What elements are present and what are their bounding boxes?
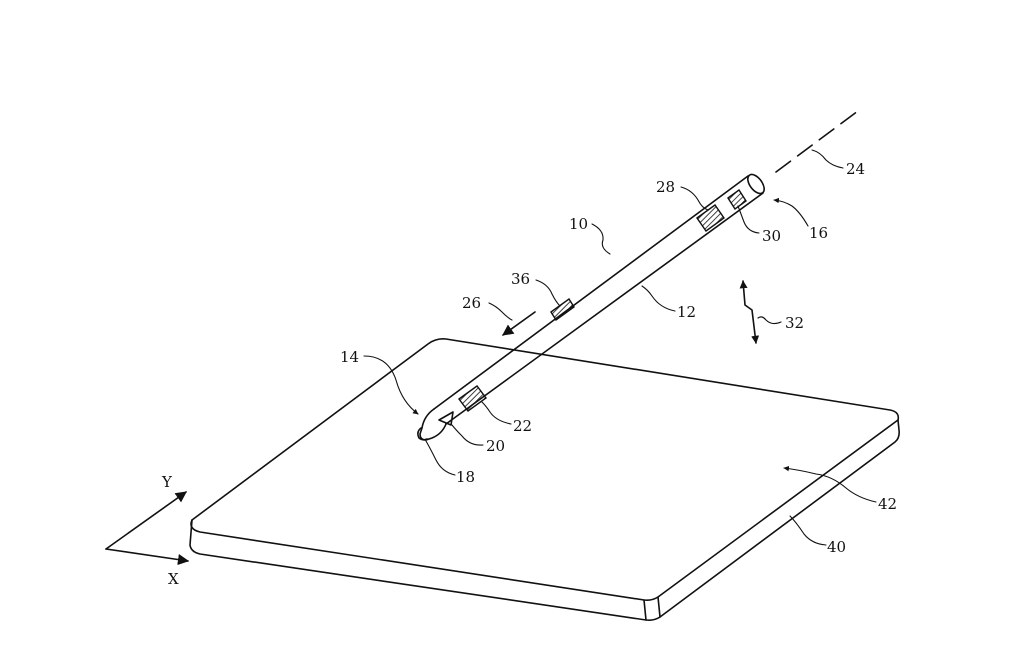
label-30: 30: [762, 227, 781, 245]
label-24: 24: [846, 160, 865, 178]
x-axis-arrow: [105, 548, 190, 566]
tip-component-block: [458, 385, 487, 412]
leader-16: [773, 197, 809, 227]
label-42: 42: [878, 495, 897, 513]
motion-arrow: [502, 311, 536, 336]
stylus-tip-taper: [419, 408, 447, 441]
x-axis-label: X: [168, 570, 179, 588]
stylus: [417, 173, 765, 441]
leader-12: [641, 285, 676, 312]
label-40: 40: [827, 538, 846, 556]
stylus-tip-nub: [417, 427, 428, 441]
label-16: 16: [809, 224, 828, 242]
tablet-front-edge: [189, 519, 661, 621]
leader-10: [591, 223, 611, 255]
label-26: 26: [462, 294, 481, 312]
label-20: 20: [486, 437, 505, 455]
leader-26: [488, 302, 513, 321]
leader-40: [789, 515, 827, 546]
leader-14: [363, 355, 419, 415]
label-12: 12: [677, 303, 696, 321]
leader-36: [535, 279, 561, 307]
tablet-front-corner: [643, 599, 647, 621]
stylus-body-upper-edge: [433, 175, 749, 410]
leader-28: [680, 186, 709, 211]
stylus-rear-cap: [747, 173, 765, 195]
label-10: 10: [569, 215, 588, 233]
coordinate-axes: Y X: [105, 473, 190, 588]
label-22: 22: [513, 417, 532, 435]
reference-numerals: 10 12 14 16 18 20 22 24 26 28 30 32 36 4…: [340, 160, 897, 556]
tablet-side-edge: [659, 419, 900, 618]
wireless-signal-arrow: [739, 280, 760, 344]
label-18: 18: [456, 468, 475, 486]
tablet-side-corner: [657, 596, 661, 618]
leader-22: [481, 401, 512, 425]
stylus-axis-dashed-line: [775, 107, 863, 173]
leader-24: [811, 149, 844, 169]
leader-42: [783, 465, 877, 503]
label-14: 14: [340, 348, 359, 366]
label-36: 36: [511, 270, 530, 288]
leader-lines: [363, 149, 877, 546]
leader-18: [425, 440, 456, 476]
tablet-device: [189, 338, 900, 621]
stylus-body-lower-edge: [445, 192, 764, 425]
rear-component-block: [696, 204, 725, 232]
leader-30: [737, 205, 760, 234]
tip-sensor-icon: [438, 411, 454, 426]
y-axis-label: Y: [161, 473, 173, 491]
label-28: 28: [656, 178, 675, 196]
end-component-block: [727, 188, 747, 211]
y-axis-arrow: [105, 491, 187, 550]
leader-20: [451, 424, 484, 446]
label-32: 32: [785, 314, 804, 332]
side-component-block: [550, 297, 575, 322]
leader-32: [757, 316, 782, 325]
